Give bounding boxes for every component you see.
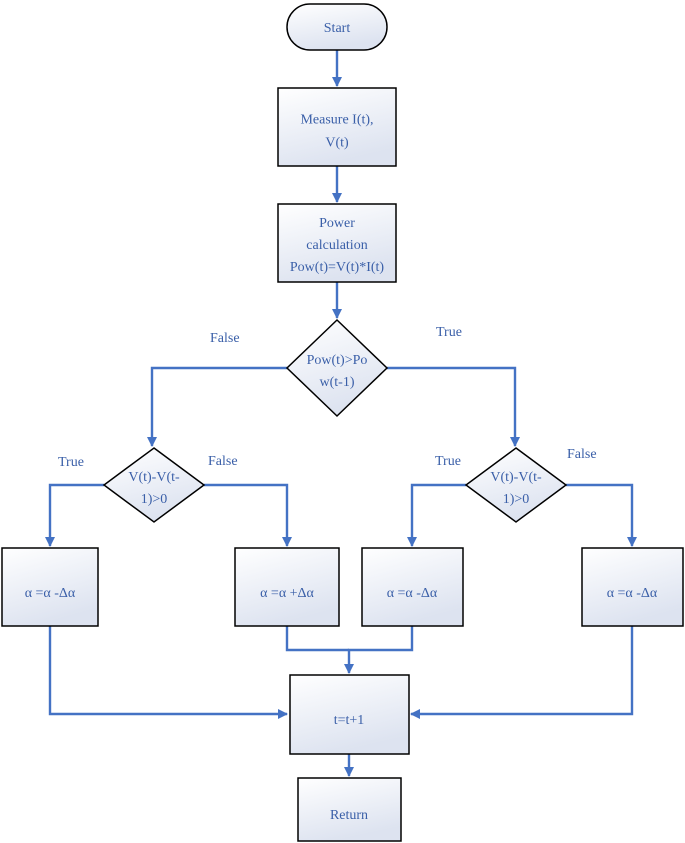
- measure-label: Measure I(t), V(t): [300, 113, 373, 151]
- decision-main-label: Pow(t)>Po w(t-1): [307, 353, 368, 390]
- start-terminator: [286, 3, 388, 51]
- edge-ll-update: [48, 626, 288, 719]
- node-box-rr: α =α -Δα: [581, 547, 684, 627]
- edge-left-true: [45, 483, 104, 547]
- node-text-line: V(t): [325, 136, 349, 151]
- node-start: Start: [286, 3, 388, 51]
- label-main-true: True: [436, 325, 462, 340]
- node-text-line: α =α -Δα: [607, 586, 658, 601]
- decision-left-diamond: [102, 447, 206, 523]
- edge-left-false: [204, 483, 292, 547]
- node-box-ll: α =α -Δα: [1, 547, 99, 627]
- time-update-box: [289, 674, 410, 755]
- node-box-rl: α =α -Δα: [361, 547, 464, 627]
- alpha-decrease-box-3: [581, 547, 684, 627]
- edge-rr-update: [410, 626, 634, 719]
- alpha-decrease-label-2: α =α -Δα: [387, 586, 438, 601]
- edge-rl-merge: [344, 626, 414, 674]
- label-right-false: False: [567, 447, 597, 462]
- decision-right-diamond: [464, 447, 568, 523]
- decision-left-label: V(t)-V(t- 1)>0: [128, 470, 180, 507]
- node-text-line: Pow(t)>Po: [307, 353, 368, 368]
- edge-right-false: [566, 483, 637, 547]
- label-left-true: True: [58, 455, 84, 470]
- return-label: Return: [330, 808, 368, 823]
- node-text-line: V(t)-V(t-: [128, 470, 180, 485]
- node-decision-main: Pow(t)>Po w(t-1): [285, 318, 389, 418]
- node-text-line: Pow(t)=V(t)*I(t): [290, 260, 385, 275]
- power-calculation-box: [277, 203, 397, 283]
- node-decision-left: V(t)-V(t- 1)>0: [102, 447, 206, 523]
- edges: [45, 50, 637, 777]
- alpha-decrease-box-2: [361, 547, 464, 627]
- alpha-decrease-label-3: α =α -Δα: [607, 586, 658, 601]
- node-text-line: 1)>0: [141, 492, 168, 507]
- edge-right-true: [407, 483, 466, 547]
- edge-labels: False True True False True False: [58, 325, 597, 470]
- decision-right-label: V(t)-V(t- 1)>0: [490, 470, 542, 507]
- node-text-line: calculation: [306, 238, 367, 253]
- node-text-line: V(t)-V(t-: [490, 470, 542, 485]
- edge-main-false: [147, 366, 287, 447]
- node-text-line: α =α -Δα: [25, 586, 76, 601]
- label-left-false: False: [208, 454, 238, 469]
- alpha-increase-label: α =α +Δα: [260, 586, 314, 601]
- node-update: t=t+1: [289, 674, 410, 755]
- node-box-lr: α =α +Δα: [234, 547, 340, 627]
- node-text-line: Measure I(t),: [300, 113, 373, 128]
- node-text-line: α =α -Δα: [387, 586, 438, 601]
- return-box: [297, 777, 402, 842]
- alpha-decrease-label-1: α =α -Δα: [25, 586, 76, 601]
- label-main-false: False: [210, 331, 240, 346]
- node-text-line: 1)>0: [503, 492, 530, 507]
- edge-lr-merge: [285, 626, 349, 652]
- decision-main-diamond: [285, 318, 389, 418]
- alpha-decrease-box-1: [1, 547, 99, 627]
- node-text-line: t=t+1: [334, 713, 365, 728]
- node-return: Return: [297, 777, 402, 842]
- time-update-label: t=t+1: [334, 713, 365, 728]
- node-measure: Measure I(t), V(t): [277, 87, 397, 167]
- node-decision-right: V(t)-V(t- 1)>0: [464, 447, 568, 523]
- node-text-line: w(t-1): [320, 375, 355, 390]
- node-text-line: Return: [330, 808, 368, 823]
- node-text-line: Power: [319, 216, 355, 231]
- alpha-increase-box: [234, 547, 340, 627]
- node-text-line: Start: [324, 21, 351, 36]
- node-text-line: α =α +Δα: [260, 586, 314, 601]
- label-right-true: True: [435, 454, 461, 469]
- start-label: Start: [324, 21, 351, 36]
- edge-main-true: [387, 366, 520, 447]
- measure-box: [277, 87, 397, 167]
